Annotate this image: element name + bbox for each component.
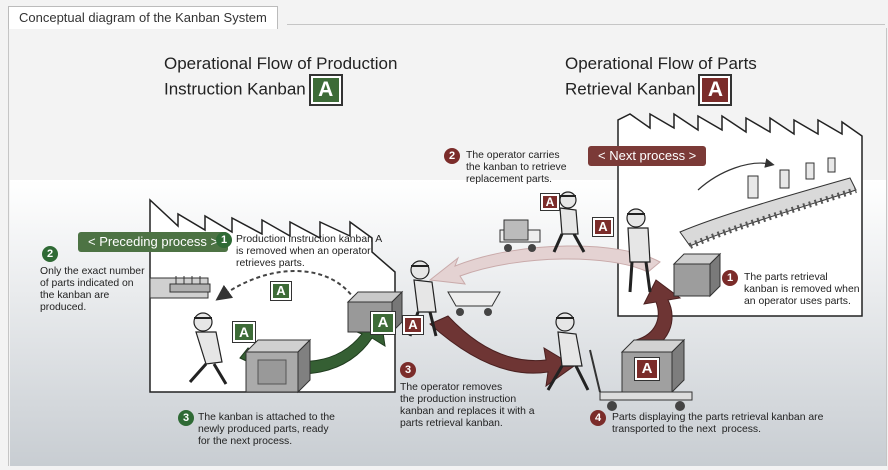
- cart-transport-icon: [589, 349, 693, 411]
- step-badge-preceding-3: 3: [178, 410, 194, 426]
- preceding-cycle-dashed-arrow: [215, 270, 356, 301]
- into-next-process-arrow: [635, 279, 682, 355]
- step-note-next-2: The operator carries the kanban to retri…: [466, 150, 567, 185]
- production-instruction-header: Operational Flow of Production Instructi…: [164, 52, 398, 106]
- retrieval-kanban-card-carried: A: [540, 193, 560, 211]
- production-kanban-badge: A: [308, 74, 343, 106]
- production-header-line1: Operational Flow of Production: [164, 54, 398, 73]
- worker-next-process-icon: [626, 208, 652, 293]
- panel-title-tab: Conceptual diagram of the Kanban System: [8, 6, 278, 29]
- retrieval-kanban-card-on-box: A: [634, 357, 660, 381]
- worker-retrieval-icon: [552, 191, 586, 253]
- worker-transport-icon: [546, 312, 590, 391]
- step-note-next-4: Parts displaying the parts retrieval kan…: [612, 412, 824, 435]
- parts-box-on-cart-icon: [620, 338, 686, 394]
- step-badge-preceding-2: 2: [42, 246, 58, 262]
- panel-title-rule: [287, 24, 885, 25]
- step-badge-next-2: 2: [444, 148, 460, 164]
- cart-empty-icon: [447, 291, 501, 316]
- step-note-next-1: The parts retrieval kanban is removed wh…: [744, 272, 860, 307]
- step-note-preceding-3: The kanban is attached to the newly prod…: [198, 412, 335, 447]
- production-kanban-card-flying: A: [270, 281, 292, 301]
- parts-retrieval-header: Operational Flow of Parts Retrieval Kanb…: [565, 52, 757, 106]
- panel-frame: [8, 28, 887, 466]
- worker-preceding-icon: [188, 312, 228, 385]
- retrieval-return-arrow: [428, 245, 661, 285]
- retrieval-header-line1: Operational Flow of Parts: [565, 54, 757, 73]
- retrieval-header-line2: Retrieval Kanban: [565, 79, 696, 99]
- step-note-preceding-2: Only the exact number of parts indicated…: [40, 266, 145, 313]
- conveyor-icon: [679, 157, 857, 249]
- step-note-next-3: The operator removes the production inst…: [400, 382, 535, 429]
- retrieval-kanban-card-handoff: A: [402, 315, 424, 335]
- production-kanban-card-worker: A: [232, 321, 256, 343]
- production-machine-icon: [149, 276, 211, 299]
- production-header-line2: Instruction Kanban: [164, 79, 306, 99]
- transport-flow-arrow: [429, 315, 575, 388]
- parts-box-next-process-icon: [672, 252, 722, 298]
- step-badge-next-4: 4: [590, 410, 606, 426]
- preceding-process-label: < Preceding process >: [78, 232, 229, 252]
- retrieval-kanban-badge: A: [698, 74, 733, 106]
- next-process-label: < Next process >: [588, 146, 707, 166]
- retrieval-kanban-card-next: A: [592, 217, 614, 237]
- step-note-preceding-1: Production instruction kanban A is remov…: [236, 234, 383, 269]
- step-badge-preceding-1: 1: [216, 232, 232, 248]
- production-kanban-card-on-box: A: [370, 311, 396, 335]
- step-badge-next-1: 1: [722, 270, 738, 286]
- parts-box-newly-produced-icon: [244, 338, 312, 394]
- step-badge-next-3: 3: [400, 362, 416, 378]
- cart-retrieval-icon: [499, 219, 541, 252]
